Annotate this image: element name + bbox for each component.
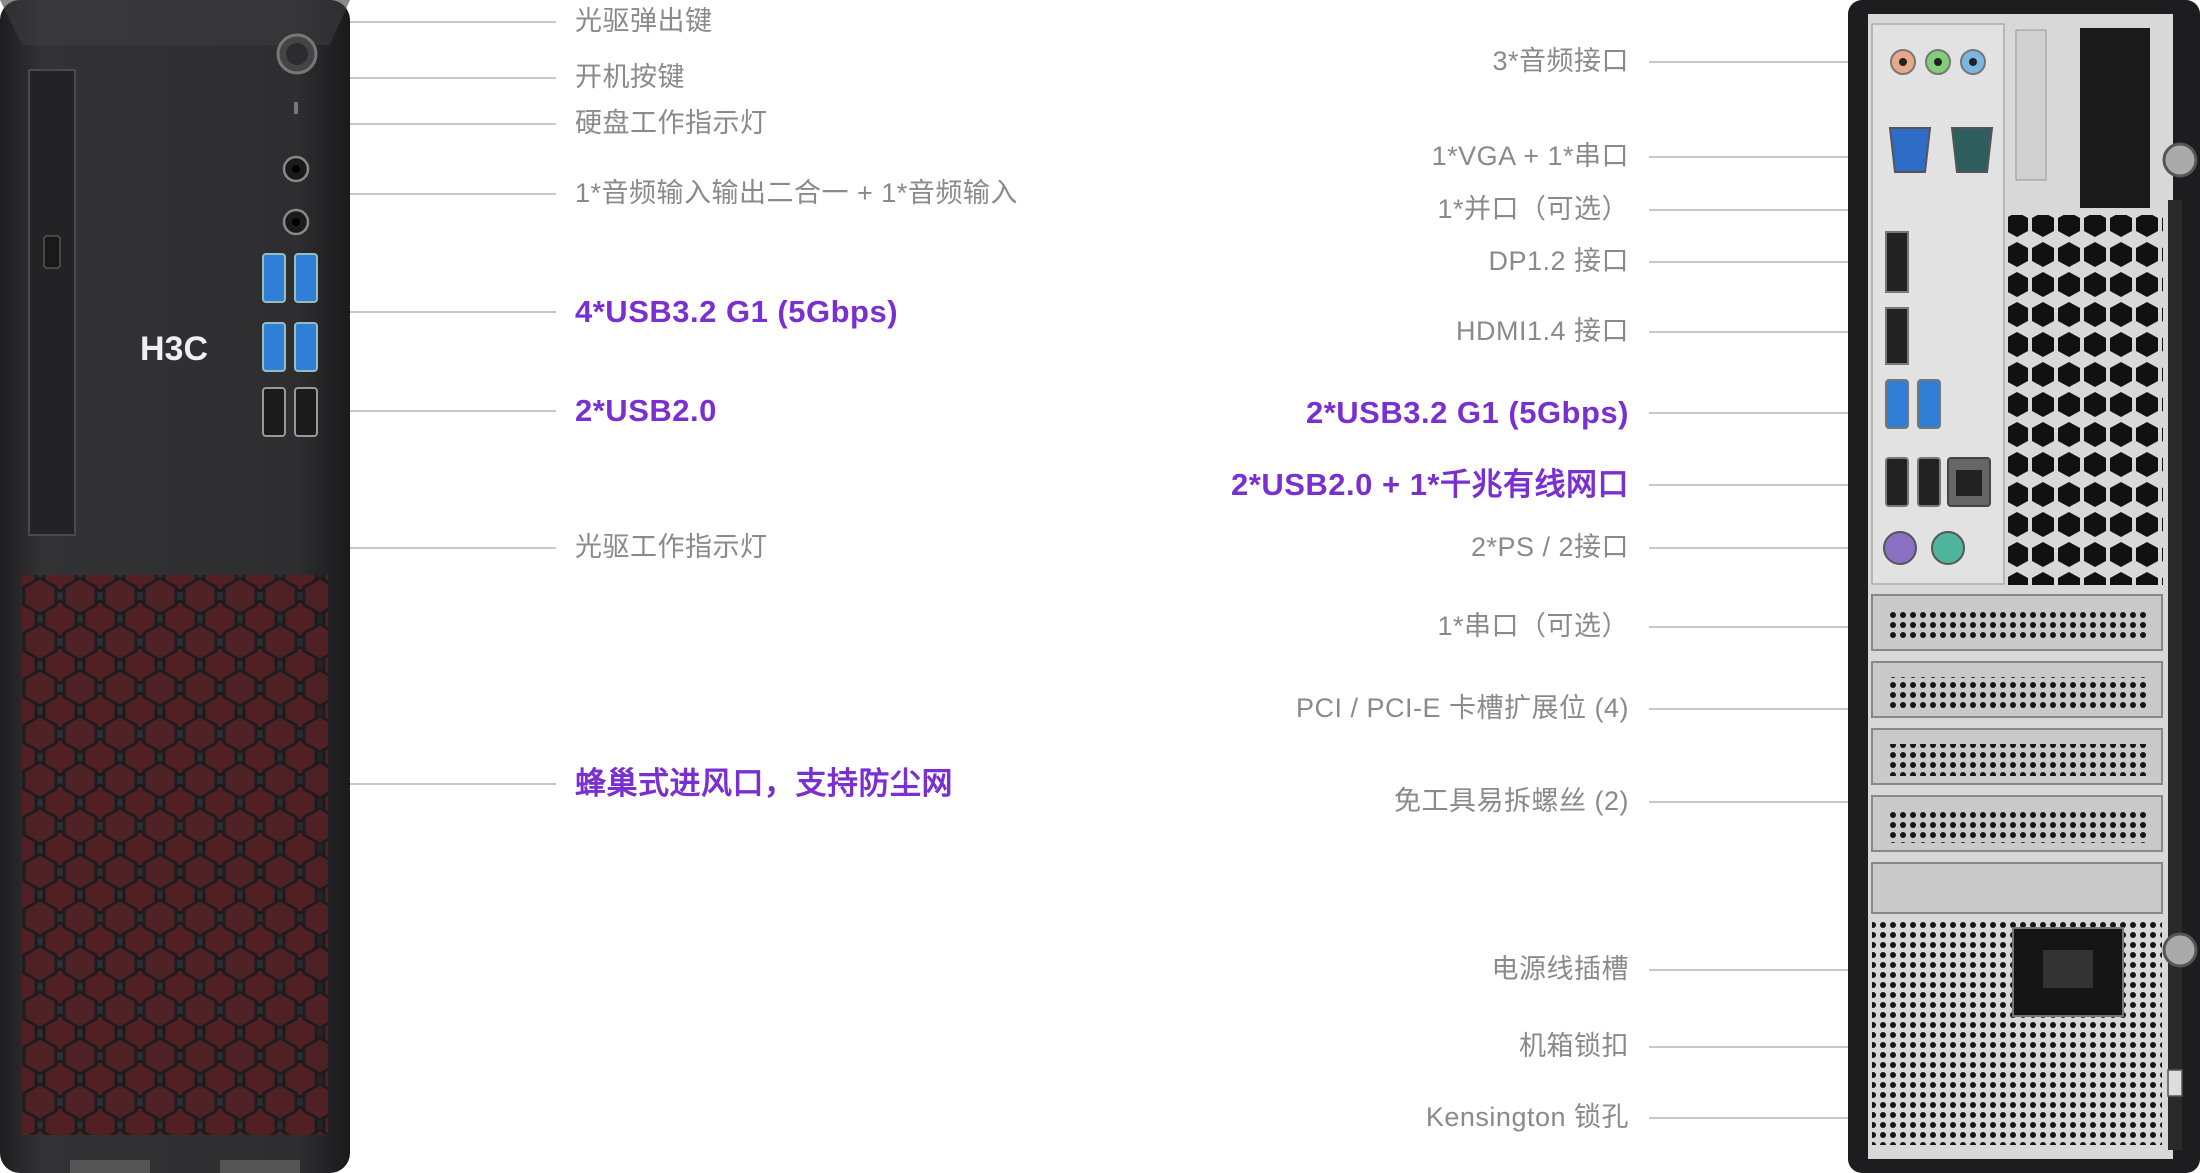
left-callout-label: 光驱工作指示灯 [575, 531, 768, 562]
left-callout-label: 2*USB2.0 [575, 392, 717, 428]
rear-tower [1848, 0, 2200, 1173]
right-callout-label: 机箱锁扣 [1519, 1030, 1629, 1061]
right-callout-label: 电源线插槽 [1491, 953, 1629, 984]
left-callout-label: 开机按键 [575, 61, 685, 92]
front-tower: H3C [0, 0, 350, 1173]
right-callout-label: PCI / PCI-E 卡槽扩展位 (4) [1295, 692, 1629, 723]
h3c-logo: H3C [140, 330, 208, 368]
right-callout-label: 1*串口（可选） [1437, 610, 1629, 641]
left-callout-label: 蜂巢式进风口，支持防尘网 [575, 765, 953, 801]
left-callout-label: 1*音频输入输出二合一 + 1*音频输入 [575, 177, 1018, 208]
left-callout-label: 光驱弹出键 [575, 5, 713, 36]
left-callout-label: 硬盘工作指示灯 [575, 107, 768, 138]
right-callout-label: 2*PS / 2接口 [1470, 531, 1629, 562]
right-callout-label: DP1.2 接口 [1488, 245, 1629, 276]
right-callout-label: 1*VGA + 1*串口 [1431, 140, 1629, 171]
right-callout-label: 2*USB2.0 + 1*千兆有线网口 [1231, 466, 1629, 502]
right-callout-label: 2*USB3.2 G1 (5Gbps) [1305, 394, 1629, 430]
right-callout-label: 免工具易拆螺丝 (2) [1394, 785, 1629, 816]
right-callout-label: Kensington 锁孔 [1425, 1101, 1629, 1132]
right-callout-label: HDMI1.4 接口 [1455, 315, 1629, 346]
right-callout-label: 3*音频接口 [1492, 45, 1629, 76]
right-callout-label: 1*并口（可选） [1437, 193, 1629, 224]
left-callout-label: 4*USB3.2 G1 (5Gbps) [575, 293, 899, 329]
